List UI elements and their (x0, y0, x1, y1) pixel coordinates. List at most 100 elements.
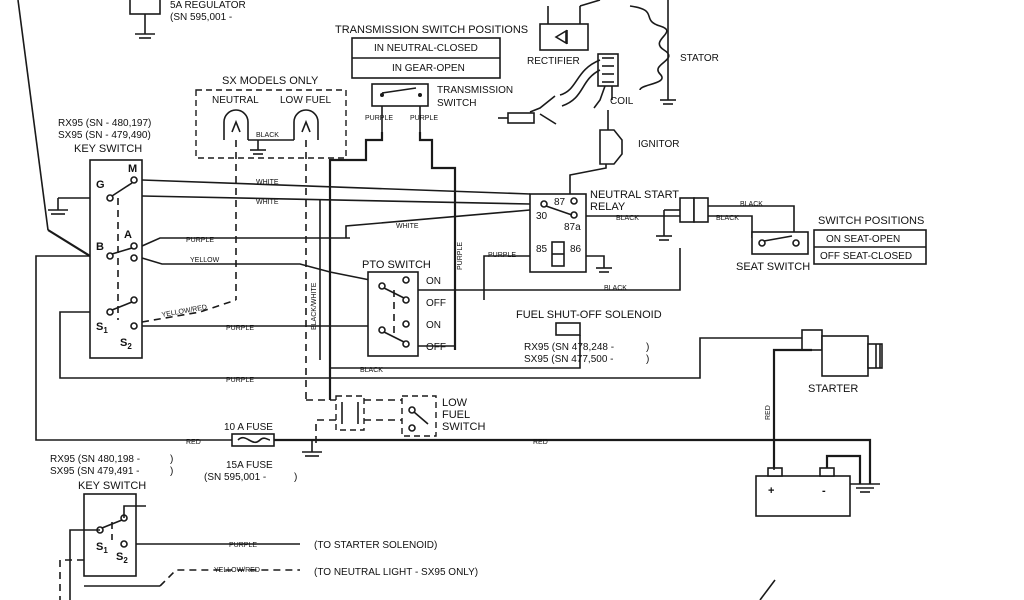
key-g: G (96, 179, 105, 191)
regulator: 5A REGULATOR (SN 595,001 - (129, 0, 246, 39)
stator-label: STATOR (680, 53, 719, 64)
fuse-top: 10 A FUSE (224, 422, 273, 433)
seat-positions-title: SWITCH POSITIONS (818, 215, 924, 227)
key-switch-top-title: KEY SWITCH (74, 143, 142, 155)
fuse: 10 A FUSE 15A FUSE (SN 595,001 - ) (204, 422, 297, 483)
stator: STATOR (629, 0, 719, 105)
fuel-solenoid-close-2: ) (646, 354, 649, 365)
key-m: M (128, 163, 137, 175)
sx-black: BLACK (256, 132, 279, 139)
low-fuel-label-2: FUEL (442, 409, 470, 421)
bottom-to-neutral: (TO NEUTRAL LIGHT - SX95 ONLY) (314, 567, 478, 578)
spark-plug (498, 95, 557, 125)
pto-switch: PTO SWITCH ON OFF ON OFF (362, 259, 446, 357)
trans-row-gear: IN GEAR-OPEN (392, 63, 465, 74)
sx-neutral: NEUTRAL (212, 95, 259, 106)
serial-bottom-close-1: ) (170, 454, 173, 465)
relay-87: 87 (554, 197, 566, 208)
wire-black-seat-1: BLACK (740, 201, 763, 208)
serial-rx95-top: RX95 (SN - 480,197) (58, 118, 151, 129)
trans-row-neutral: IN NEUTRAL-CLOSED (374, 43, 478, 54)
transmission-positions-table: TRANSMISSION SWITCH POSITIONS IN NEUTRAL… (335, 24, 528, 79)
seat-row-off: OFF SEAT-CLOSED (820, 251, 912, 262)
relay-87a: 87a (564, 222, 581, 233)
seat-connector: BLACK BLACK (656, 197, 795, 241)
wire-purple-vert: PURPLE (457, 242, 464, 270)
fuel-solenoid-sx95: SX95 (SN 477,500 - (524, 354, 614, 365)
fuel-solenoid-close-1: ) (646, 342, 649, 353)
fuel-solenoid-rx95: RX95 (SN 478,248 - (524, 342, 614, 353)
pto-on-2: ON (426, 320, 441, 331)
pto-off-2: OFF (426, 342, 446, 353)
seat-switch-label: SEAT SWITCH (736, 261, 810, 273)
wire-purple-a: PURPLE (186, 237, 214, 244)
key-b: B (96, 241, 104, 253)
trans-purple-1: PURPLE (365, 115, 393, 122)
rectifier: RECTIFIER (527, 0, 601, 67)
wire-purple-s: PURPLE (226, 325, 254, 332)
wire-purple-bottom: PURPLE (226, 377, 254, 384)
starter-label: STARTER (808, 383, 858, 395)
fuse-sn-close: ) (294, 472, 297, 483)
trans-purple-2: PURPLE (410, 115, 438, 122)
key-switch-top: G M B A S1 S2 (89, 159, 143, 359)
relay-30: 30 (536, 211, 548, 222)
bottom-yellow-red: YELLOW/RED (214, 567, 260, 574)
wire-red-starter: RED (765, 405, 772, 420)
key2-s1: S1 (96, 541, 108, 555)
seat-positions-table: SWITCH POSITIONS ON SEAT-OPEN OFF SEAT-C… (813, 215, 927, 265)
low-fuel-switch: LOW FUEL SWITCH (306, 395, 485, 446)
key-s2: S2 (120, 337, 132, 351)
wire-white-2: WHITE (256, 199, 279, 206)
wire-white-relay: WHITE (396, 223, 419, 230)
battery: + - (755, 454, 880, 517)
neutral-start-relay: 87 30 87a 85 86 NEUTRAL START RELAY (529, 189, 679, 273)
regulator-sn: (SN 595,001 - (170, 12, 232, 23)
starter: STARTER RED (330, 329, 883, 470)
wire-black-pto: BLACK (604, 285, 627, 292)
coil-label: COIL (610, 96, 634, 107)
fuse-bottom: 15A FUSE (226, 460, 273, 471)
key-a: A (124, 229, 132, 241)
relay-86: 86 (570, 244, 582, 255)
key-s1: S1 (96, 321, 108, 335)
sx-models-title: SX MODELS ONLY (222, 75, 319, 87)
wire-black-white: BLACK/WHITE (311, 282, 318, 330)
seat-switch: SEAT SWITCH (736, 231, 810, 273)
bottom-purple: PURPLE (229, 542, 257, 549)
serial-bottom-close-2: ) (170, 466, 173, 477)
fuel-solenoid-title: FUEL SHUT-OFF SOLENOID (516, 309, 662, 321)
rectifier-label: RECTIFIER (527, 56, 580, 67)
serial-rx95-bottom: RX95 (SN 480,198 - (50, 454, 140, 465)
fuel-shutoff-solenoid: FUEL SHUT-OFF SOLENOID RX95 (SN 478,248 … (516, 309, 662, 365)
pto-on-1: ON (426, 276, 441, 287)
seat-row-on: ON SEAT-OPEN (826, 234, 900, 245)
relay-label-2: RELAY (590, 201, 626, 213)
ignitor-label: IGNITOR (638, 139, 679, 150)
key-switch-bottom: S1 S2 (59, 493, 146, 600)
sx-models-box: SX MODELS ONLY NEUTRAL LOW FUEL BLACK (195, 75, 347, 400)
wire-black-seat-2: BLACK (716, 215, 739, 222)
wire-red-long: RED (533, 439, 548, 446)
transmission-switch: TRANSMISSION SWITCH PURPLE PURPLE (328, 83, 513, 400)
relay-85: 85 (536, 244, 548, 255)
serial-sx95-bottom: SX95 (SN 479,491 - (50, 466, 140, 477)
wire-purple-relay: PURPLE (488, 252, 516, 259)
low-fuel-label-3: SWITCH (442, 421, 485, 433)
wire-red-fuse: RED (186, 439, 201, 446)
low-fuel-label-1: LOW (442, 397, 468, 409)
ground-g (48, 197, 90, 215)
transmission-switch-label-1: TRANSMISSION (437, 85, 513, 96)
wire-white-1: WHITE (256, 179, 279, 186)
wire-black-mid: BLACK (360, 367, 383, 374)
bottom-to-starter: (TO STARTER SOLENOID) (314, 540, 437, 551)
serial-sx95-top: SX95 (SN - 479,490) (58, 130, 151, 141)
sx-low-fuel: LOW FUEL (280, 95, 332, 106)
transmission-positions-title: TRANSMISSION SWITCH POSITIONS (335, 24, 528, 36)
wire-yellow-red: YELLOW/RED (161, 304, 207, 319)
wire-black-relay: BLACK (616, 215, 639, 222)
fuse-sn: (SN 595,001 - (204, 472, 266, 483)
ignitor: IGNITOR (599, 110, 679, 165)
transmission-switch-label-2: SWITCH (437, 98, 476, 109)
